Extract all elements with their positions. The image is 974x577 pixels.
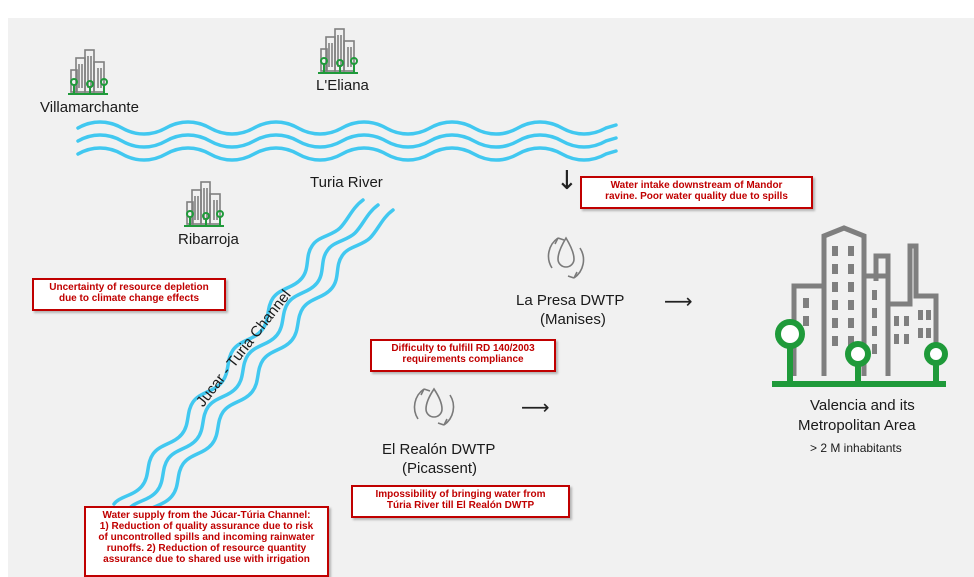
destination-label-line1: Valencia and its (810, 397, 915, 414)
city-label-ribarroja: Ribarroja (178, 231, 239, 248)
alert-line: ravine. Poor water quality due to spills (605, 191, 788, 202)
el-realon-plant-name: El Realón DWTP (382, 441, 496, 458)
alert-line: Water intake downstream of Mandor (610, 180, 783, 191)
city-label-leliana: L'Eliana (316, 77, 369, 94)
channel-wave-1 (112, 198, 365, 506)
water-drop-cycle-icon (413, 387, 455, 426)
city-buildings-trees-icon (68, 49, 108, 95)
alert-rd-compliance: Difficulty to fulfill RD 140/2003 requir… (370, 339, 556, 372)
alert-line: Difficulty to fulfill RD 140/2003 (391, 343, 535, 354)
alert-line: of uncontrolled spills and incoming rain… (98, 532, 315, 543)
alert-line: Uncertainty of resource depletion (49, 282, 209, 293)
alert-line: 1) Reduction of quality assurance due to… (99, 521, 314, 532)
el-realon-plant-location: (Picassent) (402, 460, 478, 477)
city-buildings-trees-icon (184, 181, 224, 227)
alert-line: Water supply from the Júcar-Túria Channe… (102, 510, 311, 521)
alert-climate-uncertainty: Uncertainty of resource depletion due to… (32, 278, 226, 311)
destination-population: > 2 M inhabitants (810, 441, 902, 455)
alert-line: assurance due to shared use with irrigat… (103, 554, 310, 565)
alert-channel-supply: Water supply from the Júcar-Túria Channe… (84, 506, 329, 577)
channel-wave-2 (127, 203, 380, 511)
alert-line: runoffs. 2) Reduction of resource quanti… (106, 543, 307, 554)
la-presa-plant-location: (Manises) (540, 311, 606, 328)
arrow-down-icon: ↓ (556, 166, 578, 196)
city-buildings-trees-icon (772, 225, 948, 387)
city-label-villamarchante: Villamarchante (40, 99, 139, 116)
destination-label-line2: Metropolitan Area (798, 417, 916, 434)
alert-line: Impossibility of bringing water from (375, 489, 546, 500)
alert-impossibility: Impossibility of bringing water from Túr… (351, 485, 570, 518)
arrow-right-icon: ⟶ (664, 289, 693, 313)
water-drop-cycle-icon (547, 236, 585, 279)
turia-river-label: Turia River (310, 174, 383, 191)
channel-wave-3 (142, 208, 395, 516)
alert-water-intake: Water intake downstream of Mandor ravine… (580, 176, 813, 209)
city-buildings-trees-icon (318, 28, 358, 74)
alert-line: due to climate change effects (58, 293, 200, 304)
la-presa-plant-name: La Presa DWTP (516, 292, 625, 309)
turia-river-wave-3 (76, 146, 618, 162)
turia-river-wave-1 (76, 120, 618, 136)
turia-river-wave-2 (76, 133, 618, 149)
arrow-right-icon: ⟶ (521, 395, 550, 419)
alert-line: Túria River till El Realón DWTP (386, 500, 535, 511)
alert-line: requirements compliance (402, 354, 524, 365)
